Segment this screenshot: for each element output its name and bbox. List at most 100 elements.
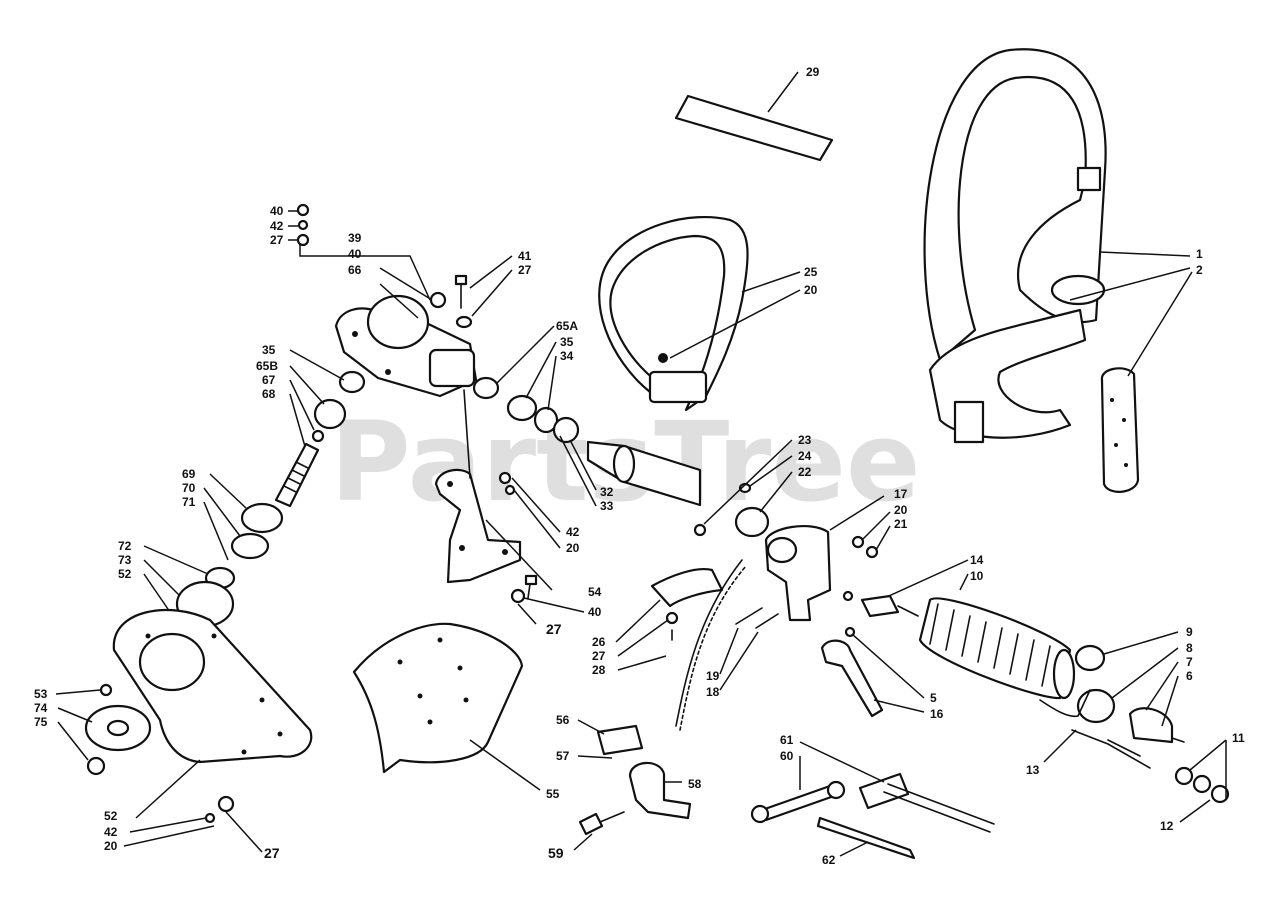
fasteners-bottom-left (123, 795, 263, 853)
label-71: 71 (182, 495, 196, 509)
label-42b: 42 (566, 525, 580, 539)
label-35a: 35 (560, 335, 574, 349)
label-27d: 27 (592, 649, 606, 663)
parts-69-70-71 (203, 473, 284, 561)
label-66: 66 (348, 263, 362, 277)
part-14-trigger (842, 590, 919, 618)
label-20b: 20 (566, 541, 580, 555)
label-12: 12 (1160, 819, 1174, 833)
label-28: 28 (592, 663, 606, 677)
part-17-throttle-housing (764, 495, 885, 622)
part-55-shield (352, 622, 541, 791)
label-53: 53 (34, 687, 48, 701)
label-34: 34 (560, 349, 574, 363)
label-70: 70 (182, 481, 196, 495)
label-23: 23 (798, 433, 812, 447)
fasteners-42-20 (498, 471, 561, 549)
part-58-clamp (628, 761, 692, 820)
part-29-decal (674, 71, 834, 162)
bolt-40-27 (510, 574, 585, 625)
label-20d: 20 (104, 839, 118, 853)
label-60: 60 (780, 749, 794, 763)
part-66-gear-head (299, 238, 478, 398)
label-69: 69 (182, 467, 196, 481)
label-52a: 52 (118, 567, 132, 581)
part-10-grip (879, 559, 1076, 700)
parts-23-24-22 (693, 439, 793, 538)
nuts-11-12 (1174, 739, 1230, 823)
callouts: 29 1 2 40 42 27 39 40 66 41 27 25 20 65A… (34, 65, 1245, 867)
label-68: 68 (262, 387, 276, 401)
bolt-stack-top-left (288, 203, 310, 247)
part-13-handle (1039, 689, 1151, 769)
label-6: 6 (1186, 669, 1193, 683)
label-20c: 20 (894, 503, 908, 517)
part-54-bracket (434, 389, 553, 591)
part-25-loop-handle (598, 216, 801, 412)
label-52b: 52 (104, 809, 118, 823)
label-73: 73 (118, 553, 132, 567)
part-62-rod (816, 816, 916, 860)
label-74: 74 (34, 701, 48, 715)
parts-35-65b-67-68 (289, 349, 366, 451)
label-24: 24 (798, 449, 812, 463)
label-72: 72 (118, 539, 132, 553)
label-16: 16 (930, 707, 944, 721)
label-27c: 27 (546, 621, 562, 637)
label-61: 61 (780, 733, 794, 747)
label-19: 19 (706, 669, 720, 683)
tools-60-61 (750, 741, 995, 833)
label-21: 21 (894, 517, 908, 531)
label-22: 22 (798, 465, 812, 479)
label-65a: 65A (556, 319, 578, 333)
parts-56-57 (577, 719, 644, 759)
label-56: 56 (556, 713, 570, 727)
label-62: 62 (822, 853, 836, 867)
part-59-wing-bolt (573, 811, 625, 851)
label-27b: 27 (518, 263, 532, 277)
label-18: 18 (706, 685, 720, 699)
label-55: 55 (546, 787, 560, 801)
label-40b: 40 (348, 247, 362, 261)
part-16-lever (820, 626, 925, 718)
part-39-nut (429, 291, 447, 309)
part-33-drive-shaft (559, 435, 702, 507)
label-20a: 20 (804, 283, 818, 297)
part-41-bolt (454, 255, 513, 329)
label-39: 39 (348, 231, 362, 245)
label-75: 75 (34, 715, 48, 729)
fasteners-20-21 (851, 511, 891, 559)
label-14: 14 (970, 553, 984, 567)
part-26-clamp (615, 568, 724, 671)
label-33: 33 (600, 499, 614, 513)
parts-9-8-7-6 (1074, 631, 1185, 744)
label-27a: 27 (270, 233, 284, 247)
label-7: 7 (1186, 655, 1193, 669)
label-40c: 40 (588, 605, 602, 619)
label-58: 58 (688, 777, 702, 791)
label-40a: 40 (270, 204, 284, 218)
label-65b: 65B (256, 359, 278, 373)
label-11: 11 (1232, 731, 1245, 745)
label-67: 67 (262, 373, 276, 387)
parts-53-74-75 (55, 683, 152, 776)
throttle-cable (675, 559, 747, 731)
label-41: 41 (518, 249, 532, 263)
label-29: 29 (806, 65, 820, 79)
label-59: 59 (548, 845, 564, 861)
label-5: 5 (930, 691, 937, 705)
label-2: 2 (1196, 263, 1203, 277)
label-27e: 27 (264, 845, 280, 861)
part-68-spindle (274, 442, 320, 508)
label-54: 54 (588, 585, 602, 599)
label-42a: 42 (270, 219, 284, 233)
label-1: 1 (1196, 247, 1203, 261)
label-35b: 35 (262, 343, 276, 357)
label-10: 10 (970, 569, 984, 583)
screws-19-18 (719, 607, 779, 691)
label-26: 26 (592, 635, 606, 649)
label-25: 25 (804, 265, 818, 279)
label-42c: 42 (104, 825, 118, 839)
